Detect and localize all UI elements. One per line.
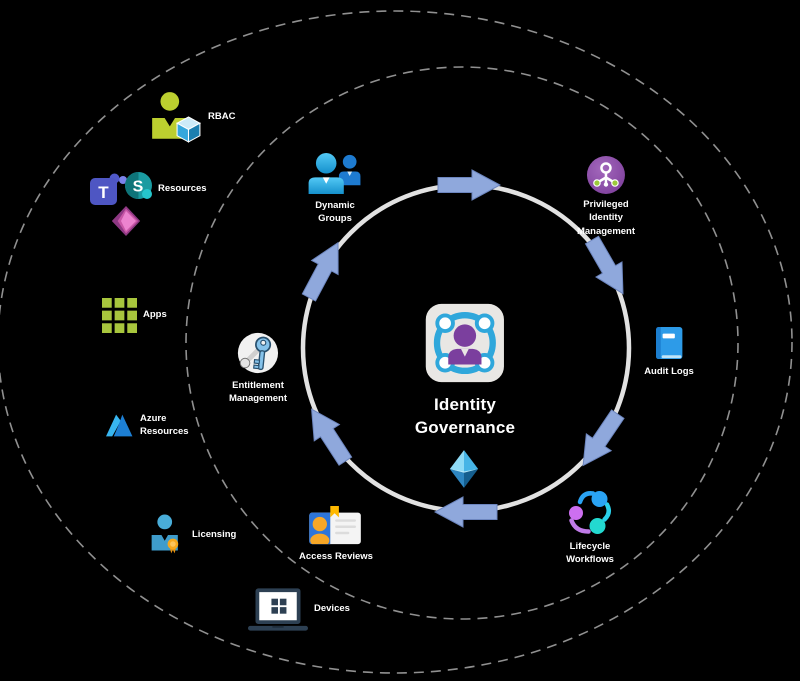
licensing-icon (151, 514, 179, 554)
center-title: Identity Governance (415, 394, 515, 440)
outer-dashed-circle (0, 10, 793, 674)
node-identity-governance: Identity Governance (415, 300, 515, 440)
node-label: Azure Resources (140, 413, 189, 437)
azure-icon (106, 414, 133, 437)
sharepoint-icon: S (125, 172, 152, 199)
node-label: Resources (158, 183, 207, 194)
access-reviews-icon (309, 505, 361, 545)
teams-letter: T (98, 183, 109, 202)
apps-grid-icon (102, 298, 137, 333)
node-label: Audit Logs (644, 366, 694, 377)
prism-icon (449, 450, 479, 488)
node-azure-resources: Azure Resources (106, 410, 189, 441)
privileged-identity-management-icon (586, 156, 625, 194)
powerapps-icon (111, 206, 141, 236)
arrow-upper-right-icon (578, 232, 637, 302)
node-lifecycle-workflows: Lifecycle Workflows (566, 487, 614, 567)
arrow-lower-left-icon (298, 400, 359, 470)
node-label: Access Reviews (299, 551, 373, 562)
sharepoint-letter: S (133, 179, 144, 196)
inner-dashed-circle (185, 66, 739, 620)
center-title-line: Governance (414, 417, 516, 437)
node-entitlement-management: Entitlement Management (229, 330, 287, 406)
node-devices: Devices (248, 586, 350, 632)
node-rbac: RBAC (148, 91, 235, 143)
node-label: Entitlement Management (228, 380, 288, 405)
node-audit-logs: Audit Logs (644, 326, 694, 378)
node-privileged-identity-management: Privileged Identity Management (577, 155, 635, 238)
arrow-bottom-icon (434, 496, 498, 528)
dynamic-groups-icon (308, 152, 361, 195)
node-access-reviews: Access Reviews (299, 505, 373, 563)
center-title-line: Identity (433, 395, 497, 414)
node-label: Privileged Identity Management (576, 199, 636, 237)
node-dynamic-groups: Dynamic Groups (307, 151, 364, 226)
entitlement-management-icon (237, 332, 279, 374)
node-label: Apps (143, 309, 167, 321)
node-label: Lifecycle Workflows (566, 541, 614, 566)
node-apps: Apps (102, 298, 167, 333)
node-label: Licensing (192, 528, 237, 540)
node-label: Dynamic Groups (315, 200, 355, 225)
lifecycle-workflows-icon (569, 491, 612, 534)
identity-governance-icon (425, 303, 505, 383)
node-label: Devices (314, 602, 350, 614)
rbac-icon (152, 92, 202, 143)
arrow-top-icon (437, 169, 501, 201)
node-licensing: Licensing (150, 512, 236, 558)
node-resources: T S Resources (88, 170, 218, 240)
teams-icon: T (90, 173, 127, 205)
node-label: RBAC (208, 110, 236, 122)
devices-laptop-icon (248, 588, 308, 631)
audit-logs-icon (655, 327, 683, 360)
arrow-upper-left-icon (295, 235, 352, 306)
